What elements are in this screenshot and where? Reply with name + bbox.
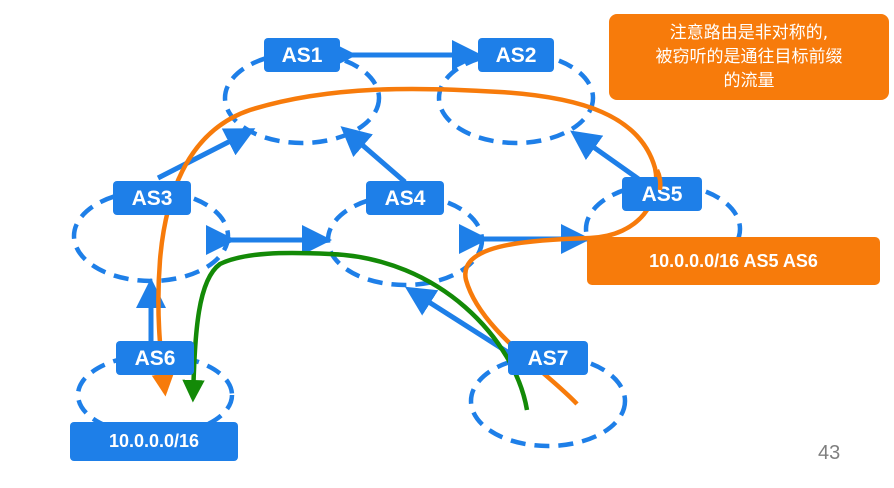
legitimate-path-green [182,250,530,411]
as6-cloud [75,352,235,438]
hijacked-path-crossing [654,168,663,191]
as7-label: AS7 [528,347,569,370]
as5-label: AS5 [642,183,683,206]
as7-node: AS7 [508,341,588,375]
as5-as2-arrow [570,130,642,183]
as2-node: AS2 [478,38,554,72]
hijacked-path-orange [151,86,659,406]
as6-node: AS6 [116,341,194,375]
as3-node: AS3 [113,181,191,215]
origin-prefix-label: 10.0.0.0/16 [70,422,238,461]
slide-number: 43 [818,442,841,464]
as4-node: AS4 [366,181,444,215]
as2-label: AS2 [496,44,537,67]
as1-node: AS1 [264,38,340,72]
as3-as1-arrow [156,128,256,181]
as1-label: AS1 [282,44,323,67]
as3-label: AS3 [132,187,173,210]
as4-label: AS4 [385,187,426,210]
callout-line-2: 被窃听的是通往目标前缀 [655,47,843,67]
callout-line-3: 的流量 [723,71,775,91]
as5-node: AS5 [622,177,702,211]
as6-label: AS6 [135,347,176,370]
as4-as1-arrow [340,126,407,184]
callout-line-1: 注意路由是非对称的, [669,23,829,43]
hijack-route-announcement: 10.0.0.0/16 AS5 AS6 [587,237,880,285]
asymmetric-routing-callout: 注意路由是非对称的, 被窃听的是通往目标前缀 的流量 [609,14,889,100]
